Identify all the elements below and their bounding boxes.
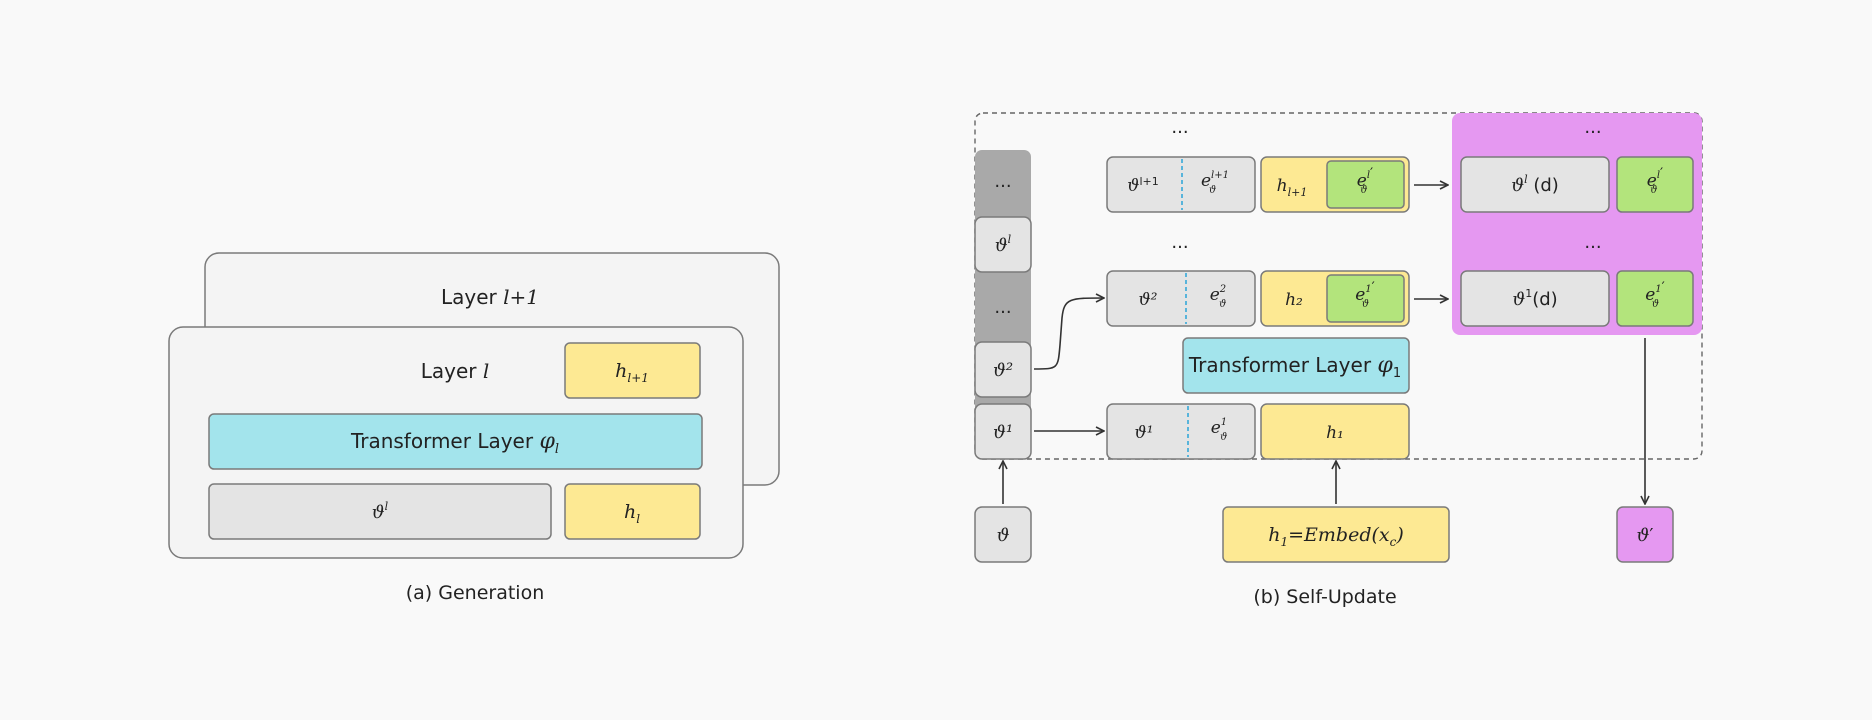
embed-box <box>1222 506 1450 563</box>
theta-input-box <box>974 506 1032 563</box>
h-current-box <box>564 483 701 540</box>
output-e-prime-l-label: el′ϑ <box>1647 166 1663 196</box>
output-e-prime-1-label: e1′ϑ <box>1645 280 1665 310</box>
row-mid-h-label: h₂ <box>1285 290 1303 310</box>
output-theta-l-label: ϑl (d) <box>1511 173 1559 196</box>
rows-ellipsis-mid: ... <box>1171 232 1188 253</box>
transformer-layer-1-box <box>1182 337 1410 394</box>
stack-ellipsis-mid: ... <box>994 297 1011 318</box>
row-top-theta-label: ϑl+1 <box>1127 175 1158 196</box>
stack-theta-2-box <box>974 341 1032 398</box>
row-bottom-theta-label: ϑ¹ <box>1135 423 1154 443</box>
arrow-stack-theta2-to-row-mid <box>1033 298 1104 370</box>
embed-label: h1=Embed(xc) <box>1268 524 1404 549</box>
theta-output-box <box>1616 506 1674 563</box>
rows-ellipsis-top: ... <box>1171 117 1188 138</box>
generation-diagram: Layer l+1 Layer l hl+1 Transformer Layer… <box>168 252 780 604</box>
stack-theta-l-box <box>974 216 1032 273</box>
row-bottom-theta-e-box <box>1106 403 1256 460</box>
row-mid-theta-label: ϑ² <box>1139 290 1158 310</box>
output-ellipsis-top: ... <box>1584 117 1601 138</box>
theta-l-label: ϑl <box>372 500 389 523</box>
row-top-e-prime-label: el′ϑ <box>1357 166 1373 196</box>
row-mid-e-prime-label: e1′ϑ <box>1355 280 1375 310</box>
row-mid-e-prime-box <box>1326 274 1405 323</box>
output-theta-1-label: ϑ1(d) <box>1512 287 1557 310</box>
row-bottom-h-box <box>1260 403 1410 460</box>
stack-theta-1-label: ϑ¹ <box>993 422 1013 443</box>
row-top-e-prime-box <box>1326 160 1405 209</box>
transformer-layer-box <box>208 413 703 470</box>
theta-output-label: ϑ′ <box>1637 525 1654 546</box>
row-bottom-h-label: h₁ <box>1326 423 1344 443</box>
theta-l-box <box>208 483 552 540</box>
output-ellipsis-mid: ... <box>1584 232 1601 253</box>
h-next-box <box>564 342 701 399</box>
layer-next-label: Layer l+1 <box>441 285 539 309</box>
stack-theta-l-label: ϑl <box>995 233 1012 256</box>
h-next-label: hl+1 <box>615 360 649 385</box>
generation-caption: (a) Generation <box>406 582 545 604</box>
transformer-layer-1-label: Transformer Layer φ1 <box>1188 353 1401 381</box>
output-theta-l-box <box>1460 156 1610 213</box>
row-top-h-label: hl+1 <box>1277 176 1308 199</box>
self-update-caption: (b) Self-Update <box>1253 586 1396 608</box>
stack-ellipsis-top: ... <box>994 171 1011 192</box>
row-mid-theta-e-box <box>1106 270 1256 327</box>
stack-theta-2-label: ϑ² <box>993 360 1013 381</box>
row-top-theta-e-box <box>1106 156 1256 213</box>
layer-current-label: Layer l <box>421 359 490 383</box>
theta-input-label: ϑ <box>997 525 1010 546</box>
output-theta-1-box <box>1460 270 1610 327</box>
transformer-layer-label: Transformer Layer φl <box>350 429 559 457</box>
output-e-prime-1-box <box>1616 270 1694 327</box>
output-e-prime-l-box <box>1616 156 1694 213</box>
h-current-label: hl <box>624 501 640 526</box>
stack-theta-1-box <box>974 403 1032 460</box>
parameter-stack: ... ϑl ... ϑ² ϑ¹ <box>974 150 1032 460</box>
